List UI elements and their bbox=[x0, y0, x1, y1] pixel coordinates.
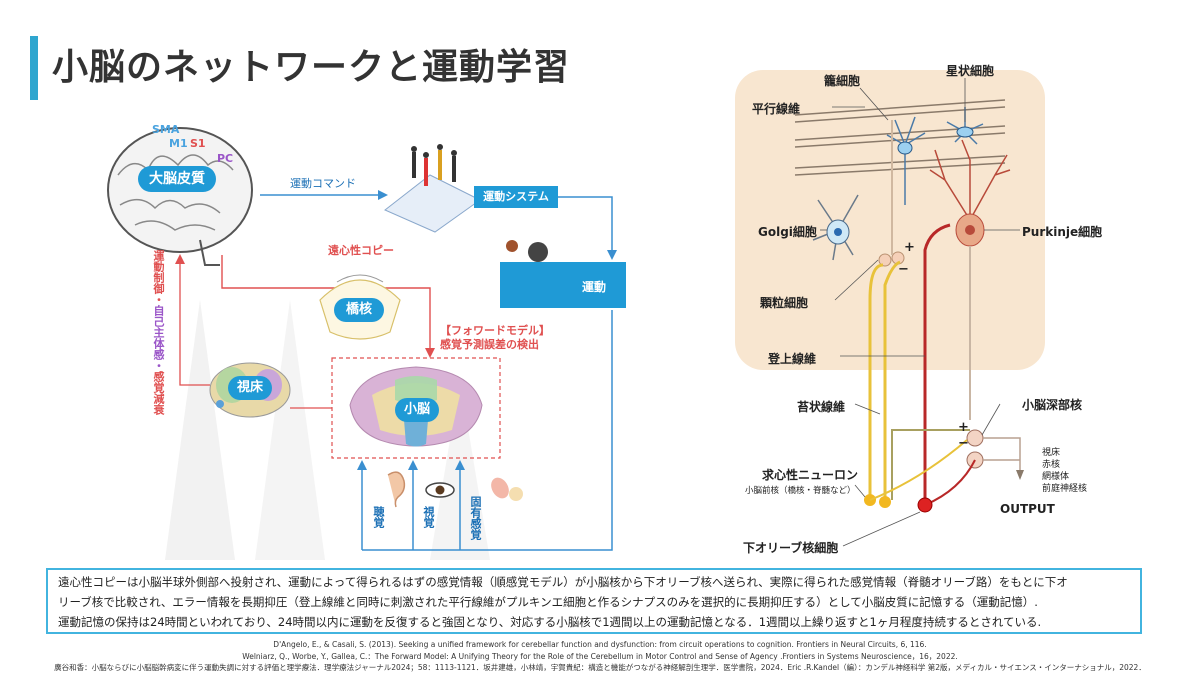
prediction-error-label: 感覚予測誤差の検出 bbox=[440, 338, 539, 351]
basket-cell bbox=[886, 116, 926, 205]
cerebellar-circuit-diagram bbox=[794, 78, 1024, 547]
afferent-neuron-label: 求心性ニューロン bbox=[762, 468, 859, 482]
movement-label: 運動 bbox=[582, 280, 607, 294]
purkinje-cell-label: Purkinje細胞 bbox=[1022, 225, 1103, 239]
vertical-function-text: 運動制御・ 自己主体感・ 感覚減衰 bbox=[150, 250, 166, 415]
reference-2: Welniarz, Q., Worbe, Y., Gallea, C.：The … bbox=[242, 652, 958, 661]
forward-model-label: 【フォワードモデル】 bbox=[440, 324, 550, 337]
minus-sign-granule: − bbox=[898, 262, 909, 277]
parallel-fiber-label: 平行線維 bbox=[752, 102, 801, 116]
efference-copy-label: 遠心性コピー bbox=[328, 244, 394, 257]
motor-command-label: 運動コマンド bbox=[290, 177, 356, 190]
golgi-cell bbox=[812, 194, 859, 261]
area-s1-label: S1 bbox=[190, 137, 206, 150]
thalamus-label: 視床 bbox=[228, 376, 272, 400]
motor-system-illustration bbox=[384, 144, 481, 233]
mossy-fiber bbox=[883, 260, 901, 500]
stellate-cell bbox=[946, 107, 984, 145]
cerebellum-label: 小脳 bbox=[395, 398, 439, 422]
stellate-cell-label: 星状細胞 bbox=[946, 64, 995, 78]
purkinje-cell bbox=[955, 213, 985, 420]
inferior-olive-cell bbox=[917, 497, 933, 513]
basket-cell-label: 籠細胞 bbox=[824, 74, 861, 88]
granule-cell-label: 顆粒細胞 bbox=[760, 296, 809, 310]
golgi-cell-label: Golgi細胞 bbox=[758, 225, 817, 239]
page-title: 小脳のネットワークと運動学習 bbox=[52, 47, 571, 88]
minus-sign-nuclei: − bbox=[958, 436, 969, 451]
motor-system-label: 運動システム bbox=[474, 186, 558, 208]
output-label: OUTPUT bbox=[1000, 502, 1055, 516]
vertical-text-motor-control: 運動制御・ bbox=[152, 250, 165, 305]
target-vestibular: 前庭神経核 bbox=[1042, 484, 1088, 494]
deep-nuclei bbox=[966, 429, 984, 469]
pons-label: 橋核 bbox=[334, 298, 384, 322]
sense-vision-label: 視覚 bbox=[422, 506, 435, 528]
reference-1: D'Angelo, E., & Casali, S. (2013). Seeki… bbox=[273, 640, 927, 649]
climbing-fiber bbox=[923, 223, 951, 505]
afferent-neuron-sublabel: 小脳前核（橋核・脊髄など） bbox=[745, 486, 856, 496]
cerebellar-cortex-background bbox=[735, 70, 1045, 370]
explanation-line-1: 遠心性コピーは小脳半球外側部へ投射され、運動によって得られるはずの感覚情報（順感… bbox=[58, 575, 1068, 589]
cortex-label: 大脳皮質 bbox=[138, 166, 216, 192]
target-reticular: 網様体 bbox=[1042, 472, 1070, 482]
purkinje-dendrites bbox=[929, 139, 1011, 221]
mossy-fiber-label: 苔状線維 bbox=[797, 400, 846, 414]
area-m1-label: M1 bbox=[169, 137, 188, 150]
output-path bbox=[983, 437, 1021, 470]
title-accent-bar bbox=[30, 36, 38, 100]
deep-nuclei-label: 小脳深部核 bbox=[1022, 398, 1083, 412]
joint-icon bbox=[491, 477, 523, 501]
mossy-fiber-origin bbox=[879, 496, 891, 508]
deep-nuclei-targets: 視床 赤核 網様体 前庭神経核 bbox=[1042, 447, 1087, 495]
area-sma-label: SMA bbox=[152, 123, 180, 136]
sense-proprio-label: 固有感覚 bbox=[469, 496, 482, 540]
explanation-line-3: 運動記憶の保持は24時間といわれており、24時間以内に運動を反復すると強固となり… bbox=[58, 615, 1042, 629]
ear-icon bbox=[387, 471, 406, 508]
parallel-fibers bbox=[794, 99, 1006, 176]
area-pc-label: PC bbox=[217, 152, 234, 165]
movement-box bbox=[500, 262, 626, 308]
plus-sign-nuclei: + bbox=[958, 420, 969, 435]
eye-icon bbox=[425, 482, 455, 498]
granule-cell bbox=[878, 253, 892, 267]
reference-3: 廣谷和香：小脳ならびに小脳脳幹病変に伴う運動失調に対する評価と理学療法．理学療法… bbox=[54, 663, 1146, 672]
target-thalamus: 視床 bbox=[1042, 448, 1061, 458]
plus-sign-granule: + bbox=[904, 240, 915, 255]
vertical-text-attenuation: 感覚減衰 bbox=[152, 371, 165, 415]
vertical-text-agency: 自己主体感・ bbox=[152, 305, 165, 371]
climbing-fiber-label: 登上線維 bbox=[768, 352, 817, 366]
target-red-nucleus: 赤核 bbox=[1042, 460, 1061, 470]
inferior-olive-label: 下オリーブ核細胞 bbox=[743, 541, 839, 555]
explanation-line-2: リーブ核で比較され、エラー情報を長期抑圧（登上線維と同時に刺激された平行線維がプ… bbox=[58, 595, 1038, 609]
mossy-fiber bbox=[868, 263, 884, 500]
explanation-box: 遠心性コピーは小脳半球外側部へ投射され、運動によって得られるはずの感覚情報（順感… bbox=[46, 568, 1142, 634]
sense-hearing-label: 聴覚 bbox=[372, 506, 385, 528]
collateral-fiber bbox=[891, 429, 970, 500]
